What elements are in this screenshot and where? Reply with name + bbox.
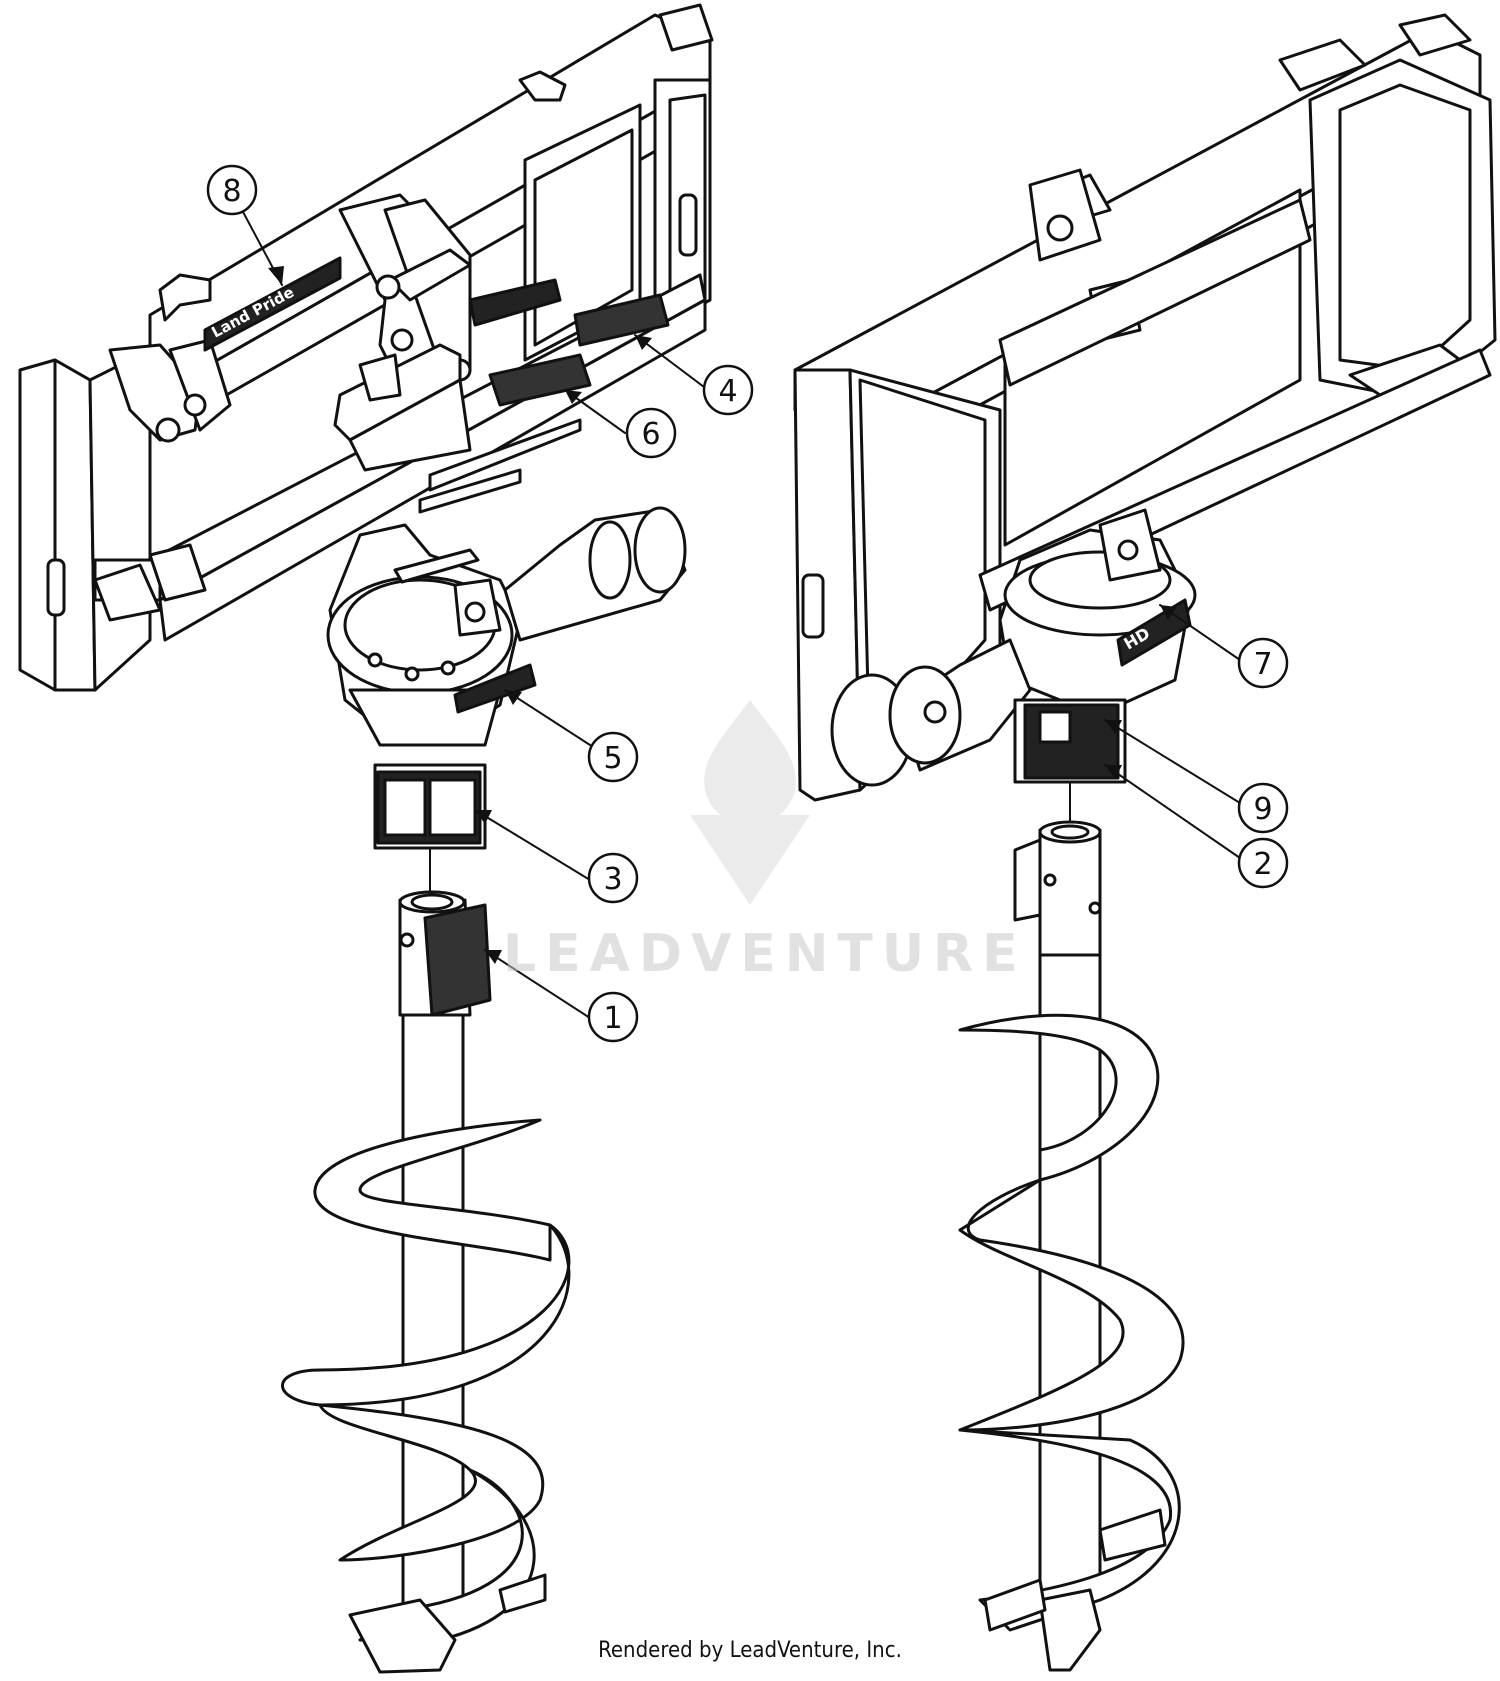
- leader-arrows: [268, 266, 1177, 964]
- callout-label-6: 6: [641, 417, 660, 452]
- callout-label-2: 2: [1253, 847, 1272, 882]
- leader-1: [484, 949, 591, 1019]
- callout-circles: [206, 164, 1289, 1043]
- leader-3: [474, 809, 591, 881]
- callout-circle-4: [702, 364, 754, 416]
- callout-label-5: 5: [603, 741, 622, 776]
- callout-label-8: 8: [222, 174, 241, 209]
- callout-circle-2: [1237, 837, 1289, 889]
- leader-9: [1104, 719, 1241, 804]
- callout-circle-6: [625, 407, 677, 459]
- callout-label-3: 3: [603, 862, 622, 897]
- callout-circle-7: [1237, 637, 1289, 689]
- left-gearbox: [326, 506, 687, 850]
- leader-7: [1159, 604, 1241, 661]
- callout-label-4: 4: [718, 374, 737, 409]
- callout-circle-3: [587, 852, 639, 904]
- leader-4: [634, 334, 709, 391]
- left-mount-frame: [18, 3, 714, 692]
- callout-label-9: 9: [1253, 792, 1272, 827]
- callout-circle-1: [587, 991, 639, 1043]
- leader-5: [504, 689, 591, 746]
- callout-circle-5: [587, 731, 639, 783]
- right-auger: [958, 781, 1185, 1672]
- render-credit: Rendered by LeadVenture, Inc.: [598, 1638, 902, 1663]
- callout-circle-8: [206, 164, 258, 216]
- left-auger: [281, 847, 571, 1674]
- callout-circle-9: [1237, 782, 1289, 834]
- callout-labels: 8 4 6 5 3 1 7 9 2: [222, 174, 1272, 1036]
- leader-2: [1104, 764, 1241, 859]
- callout-label-1: 1: [603, 1001, 622, 1036]
- right-gearbox: [830, 508, 1197, 787]
- callout-label-7: 7: [1253, 647, 1272, 682]
